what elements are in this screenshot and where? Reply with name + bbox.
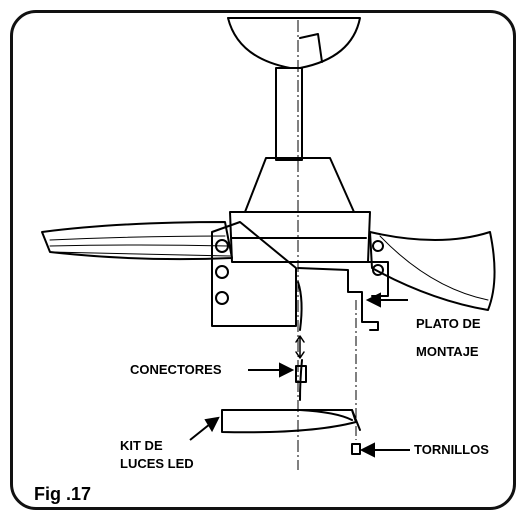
plato-de-label-line2: MONTAJE	[416, 344, 479, 359]
figure-caption: Fig .17	[34, 484, 92, 504]
tornillos-arrow-head	[359, 442, 375, 458]
downrod	[275, 67, 303, 161]
wire-connector	[295, 365, 307, 383]
screw	[351, 443, 361, 455]
kit-label-line1: KIT DE	[120, 438, 163, 453]
left-fan-blade	[41, 221, 233, 261]
kit-arrow-line	[189, 423, 211, 441]
kit-label-line2: LUCES LED	[120, 456, 194, 471]
conectores-label: CONECTORES	[130, 362, 222, 377]
conectores-arrow-head	[279, 362, 295, 378]
plato-de-label-line1: PLATO DE	[416, 316, 481, 331]
right-fan-blade	[369, 231, 496, 311]
plato-arrow-head	[365, 292, 381, 308]
ceiling-canopy	[227, 17, 361, 69]
mounting-plate	[297, 267, 379, 331]
tornillos-label: TORNILLOS	[414, 442, 489, 457]
motor-housing	[244, 157, 355, 213]
figure-frame	[10, 10, 516, 510]
kit-arrow-head	[204, 416, 220, 433]
led-light-kit	[221, 409, 357, 434]
